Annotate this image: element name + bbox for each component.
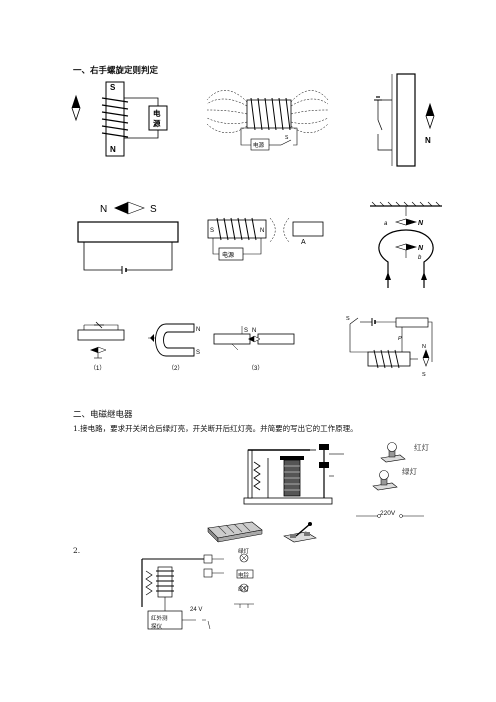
knife-switch-icon	[283, 522, 317, 543]
fig10-pole-s: S	[422, 372, 426, 378]
red-lamp-icon	[380, 442, 406, 463]
green-lamp-icon	[372, 470, 398, 491]
fig6-bottom-pole: N	[418, 245, 424, 252]
green-lamp-label: 绿灯	[402, 467, 417, 476]
fig8-pole-n: N	[196, 327, 200, 333]
q2-indicator-stack	[234, 553, 254, 608]
mains-line	[356, 514, 424, 518]
fig6-bottom-mark: b	[418, 255, 422, 261]
fig6-loop-needles: a N N b	[370, 201, 442, 288]
battery-pack-icon	[207, 521, 263, 543]
fig5-source-label: 电源	[222, 251, 234, 259]
fig5-magnet-label: A	[301, 239, 306, 246]
fig9-caption: （3）	[248, 365, 263, 372]
fig1-source-line2: 源	[153, 118, 161, 128]
fig6-top-pole: N	[418, 220, 424, 227]
fig8-u-magnet: N S （2）	[148, 323, 200, 372]
fig4-magnet-bar: N S	[77, 201, 179, 274]
red-lamp-label: 红灯	[414, 443, 429, 452]
fig4-right-pole: S	[150, 204, 157, 215]
fig5-left-end: S	[210, 228, 214, 234]
fig5-solenoid-magnet: S N A 电源	[207, 217, 324, 261]
mains-voltage: 220V	[380, 510, 396, 517]
question-2: 2.	[73, 546, 81, 555]
detector-box-line2: 探仪	[151, 624, 163, 630]
section1-title: 一、右手螺旋定则判定	[73, 66, 159, 76]
detector-box-line1: 红外测	[151, 616, 168, 622]
infrared-relay-circuit	[141, 554, 224, 630]
fig2-switch-label: S	[285, 135, 289, 141]
fig3-bar-compass: N	[374, 73, 435, 167]
fig1-top-pole: S	[110, 83, 116, 92]
fig9-pole-n: N	[252, 328, 256, 334]
fig2-source-label: 电源	[253, 141, 265, 149]
fig10-rheostat-solenoid: S P N S	[346, 316, 433, 378]
fig8-pole-s: S	[196, 350, 200, 356]
q2-red-label: 红灯	[238, 587, 250, 593]
fig4-left-pole: N	[100, 204, 107, 215]
section2-title: 二、电磁继电器	[73, 410, 133, 420]
fig10-switch: S	[346, 316, 350, 322]
fig7-caption: （1）	[90, 365, 105, 372]
fig2-solenoid-field: 电源 S	[206, 90, 329, 151]
fig5-right-end: N	[260, 228, 264, 234]
fig10-pole-n: N	[422, 344, 426, 350]
fig1-bottom-pole: N	[110, 145, 116, 154]
fig1-solenoid-source: S N 电 源	[71, 81, 168, 157]
q2-green-label: 绿灯	[238, 549, 250, 555]
fig3-pole: N	[425, 136, 431, 145]
question-1: 1.接电路，要求开关闭合后绿灯亮，开关断开后红灯亮。并简要的写出它的工作原理。	[73, 424, 358, 433]
fig6-top-mark: a	[384, 221, 388, 227]
fig7-bar-needle: （1）	[77, 321, 125, 372]
fig1-source-line1: 电	[153, 108, 161, 118]
fig9-two-magnets: S N （3）	[213, 326, 295, 372]
q2-bell-label: 电铃	[238, 573, 250, 579]
fig9-pole-s: S	[244, 328, 248, 334]
fig10-slider: P	[398, 336, 402, 342]
supply-voltage: 24 V	[190, 607, 203, 613]
fig8-caption: （2）	[168, 365, 183, 372]
bell-icon	[236, 569, 254, 579]
relay-apparatus	[243, 444, 344, 505]
